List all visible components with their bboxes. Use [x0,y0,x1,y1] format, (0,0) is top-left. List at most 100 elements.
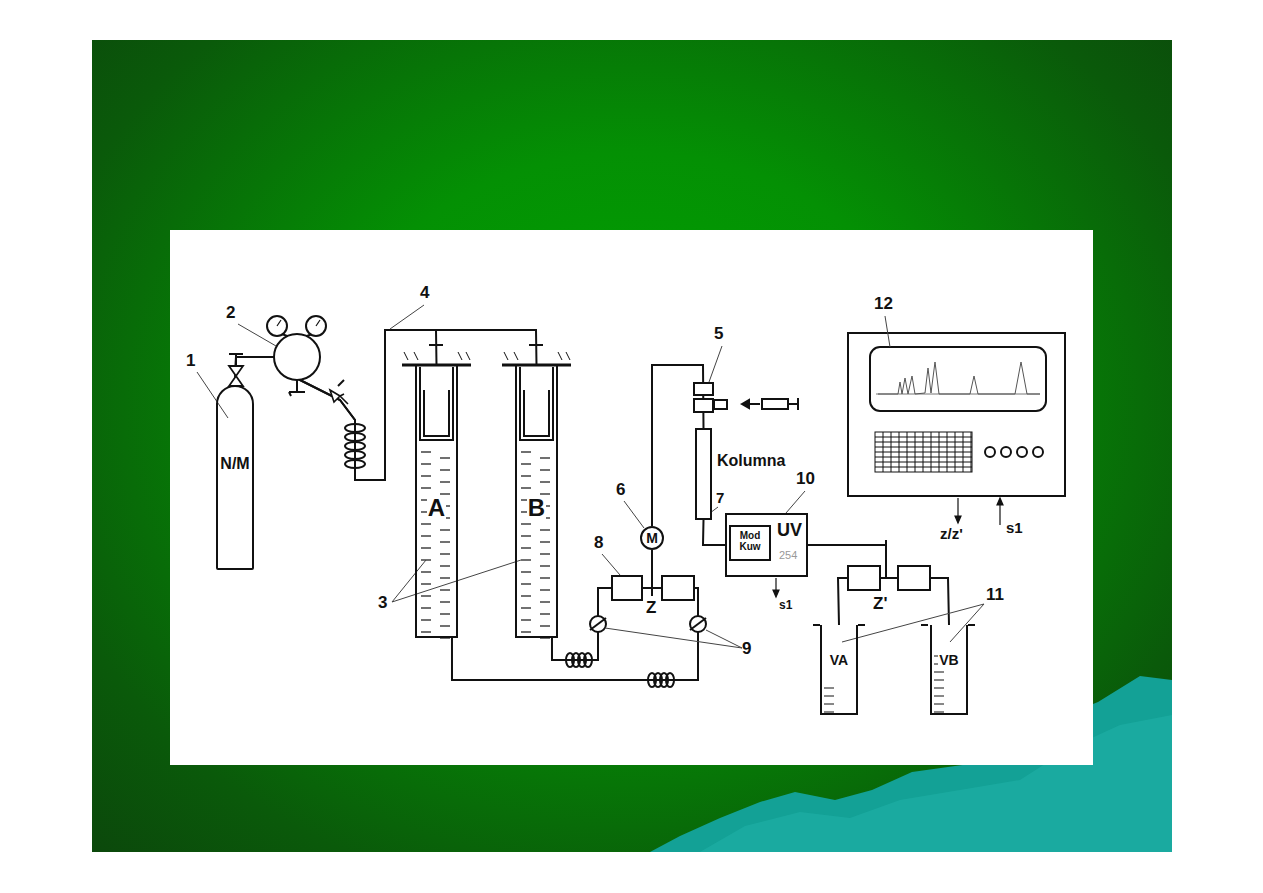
tubing-connector [808,545,949,625]
node-sublabel: 254 [779,549,797,561]
solvent-level [440,541,450,542]
solvent-level [440,613,450,614]
white-panel [170,230,1093,765]
recorder [875,457,972,458]
callout-number: 11 [986,586,1004,605]
solvent-level [521,559,531,560]
leader-line [706,630,742,648]
shutoff-valve [590,618,606,630]
tubing-connector [703,520,725,545]
solvent-level [521,463,531,464]
pressure-regulator [306,316,326,336]
solvent-level [540,577,550,578]
signal-label: Z [646,599,656,618]
collector-valve [848,540,930,590]
tubing-line [808,545,949,625]
tubing-connector [552,550,652,660]
recorder [848,333,1065,496]
shutoff-valve [590,616,706,632]
node-label: M [646,531,658,546]
injector [694,399,713,412]
solvent-level [540,601,550,602]
solvent-level [421,619,431,620]
solvent-level [421,571,431,572]
reservoir-lids [429,344,443,346]
recorder [875,432,972,472]
solvent-level [521,583,531,584]
uv-detector: UV254Mod Kuw [725,513,808,577]
tubing-line [552,550,652,660]
signal-label: s1 [779,599,792,612]
node-label: Mod Kuw [733,530,767,552]
proportioning-valve [612,576,694,600]
collected-liquid [934,704,944,705]
collection-cylinder: VB [930,625,968,715]
pressure-regulator [267,316,348,404]
collected-liquid [824,712,834,713]
solvent-level [440,457,450,458]
signal-arrow [773,590,779,597]
solvent-level [421,607,431,608]
collected-liquid [934,672,944,673]
solvent-level [521,619,531,620]
solvent-reservoir: B [515,365,558,638]
collector-valve [848,566,880,590]
node-label: B [527,495,546,521]
recorder [870,347,1046,411]
solvent-level [540,529,550,530]
solvent-level [540,481,550,482]
gas-coil [345,460,365,468]
chromatography-column: Kolumna [695,428,712,520]
recorder [848,333,1065,496]
callout-number: 1 [186,352,195,371]
solvent-level [540,589,550,590]
solvent-level [440,625,450,626]
leader-line [197,372,228,418]
solvent-level [421,595,431,596]
reservoir-lids [520,367,553,440]
solvent-level [540,469,550,470]
solvent-level [440,469,450,470]
collected-liquid [934,696,944,697]
recorder [875,452,972,453]
gas-coil [345,442,365,450]
reservoir-lids [402,345,571,440]
solvent-level [521,547,531,548]
callout-number: 6 [616,481,625,500]
gas-coil [345,433,365,441]
leader-line [624,501,644,528]
gas-cylinder: N/M [216,385,254,570]
pressure-regulator [274,334,320,380]
solvent-level [421,523,431,524]
callout-number: 2 [226,304,235,323]
solvent-level [421,547,431,548]
collected-liquid [824,696,834,697]
solvent-level [440,481,450,482]
signal-label: z/z' [940,526,963,543]
node-label: VA [829,653,849,668]
gas-coil [345,424,365,432]
callout-number: 4 [420,284,429,303]
tubing-line [235,330,437,480]
pressure-regulator [267,316,287,336]
signal-label: s1 [1006,520,1023,537]
proportioning-valve [651,580,653,596]
leader-line [392,560,426,602]
shutoff-valve [690,616,706,632]
cylinder-valve [229,353,243,355]
solvent-level [440,589,450,590]
reservoir-lids [420,367,453,440]
solvent-level [421,451,431,452]
solvent-level [521,631,531,632]
collected-liquid [934,688,944,689]
collection-cylinder: VA [820,625,858,715]
leader-line [602,554,620,575]
solvent-level [421,463,431,464]
recorder [875,442,972,443]
injector [788,403,798,405]
injector [797,398,799,410]
cylinder-valve [229,366,243,386]
cylinder-valve [235,354,237,366]
recorder [875,462,972,463]
